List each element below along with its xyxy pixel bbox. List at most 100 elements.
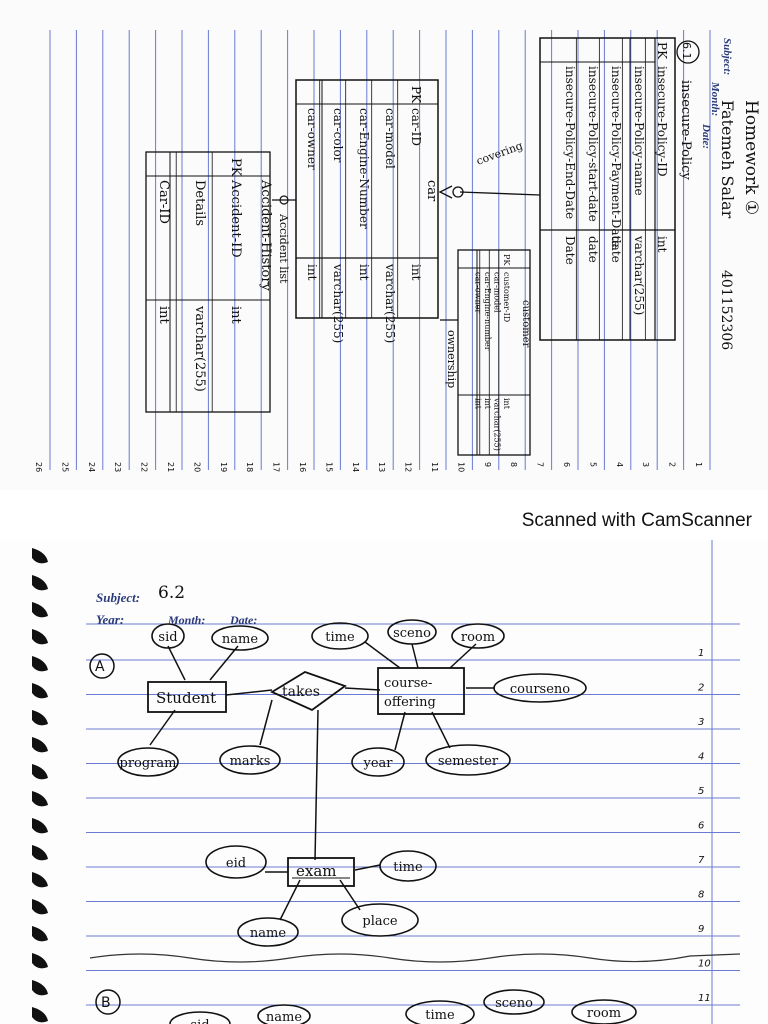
scanned-page-1: Homework ① Fatemeh Salar 401152306 Subje… — [0, 0, 768, 490]
line-number: 26 — [34, 462, 43, 472]
entity-student: Student — [147, 681, 227, 713]
attribute-b-sid: sid — [169, 1011, 231, 1024]
column-type: varchar(255) — [331, 263, 345, 343]
line-number: 8 — [509, 462, 518, 467]
attribute-b-name: name — [257, 1004, 311, 1024]
attribute-label: name — [266, 1010, 302, 1024]
entity-exam: exam — [287, 857, 355, 887]
column-name: insecure-Policy-Payment-Date — [609, 66, 623, 247]
binding-ring — [32, 1007, 48, 1023]
entity-label: Student — [156, 689, 216, 707]
line-number: 4 — [615, 462, 624, 467]
customer-table: customer PKcustomer-IDintcar-modelvarcha… — [457, 249, 531, 456]
line-number: 21 — [166, 462, 175, 472]
line-number: 11 — [698, 993, 711, 1004]
line-number: 19 — [219, 462, 228, 472]
line-number: 12 — [404, 462, 413, 472]
attribute-courseno: courseno — [493, 673, 587, 703]
table-name: customer — [520, 300, 531, 348]
line-number: 10 — [698, 959, 711, 970]
binding-ring — [32, 899, 48, 915]
line-number: 22 — [140, 462, 149, 472]
car-table: car PKcar-IDintcar-modelvarchar(255)car-… — [295, 79, 439, 343]
attribute-label: sceno — [393, 626, 431, 641]
attribute-label: eid — [226, 856, 246, 871]
month-label: Month: — [709, 81, 721, 116]
attribute-label: time — [425, 1008, 455, 1023]
section-b-label: B — [101, 995, 111, 1011]
page1-drawing: Homework ① Fatemeh Salar 401152306 Subje… — [34, 30, 761, 472]
entity-label: offering — [384, 695, 436, 710]
column-name: Details — [192, 180, 207, 226]
attribute-sceno: sceno — [387, 619, 437, 645]
attribute-sid: sid — [151, 623, 185, 649]
column-name: customer-ID — [502, 272, 511, 322]
column-name: insecure-Policy-start-date — [586, 66, 600, 222]
entity-label: course- — [384, 676, 432, 691]
attribute-place: place — [341, 903, 419, 937]
pk-label: PK — [228, 158, 243, 177]
binding-ring — [32, 953, 48, 969]
attribute-label: program — [120, 756, 177, 771]
line-number: 2 — [698, 683, 704, 694]
pk-label: PK — [409, 86, 423, 104]
line-number: 3 — [641, 462, 650, 467]
line-number: 13 — [377, 462, 386, 472]
line-number: 5 — [588, 462, 597, 467]
binding-ring — [32, 791, 48, 807]
attribute-label: sceno — [495, 996, 533, 1011]
binding-ring — [32, 683, 48, 699]
attribute-label: semester — [438, 754, 499, 769]
column-name: insecure-Policy-End-Date — [563, 66, 577, 219]
subject-value: 6.2 — [158, 583, 185, 603]
attribute-exam-name: name — [237, 917, 299, 947]
column-name: insecure-Policy-name — [632, 66, 646, 196]
student-number: 401152306 — [718, 270, 734, 350]
column-type: Date — [563, 236, 577, 265]
binding-ring — [32, 764, 48, 780]
line-number: 18 — [245, 462, 254, 472]
date-label: Date: — [700, 123, 712, 149]
attribute-time: time — [311, 622, 369, 650]
attribute-year: year — [351, 747, 405, 777]
attribute-label: marks — [230, 754, 271, 769]
column-type: int — [502, 398, 511, 410]
insecure-policy-table: insecure-Policy PKinsecure-Policy-IDinti… — [539, 37, 693, 341]
attribute-label: room — [587, 1006, 621, 1021]
subject-label: Subject: — [721, 38, 733, 75]
column-name: car-model — [383, 108, 397, 169]
binding-ring — [32, 629, 48, 645]
line-number: 2 — [668, 462, 677, 467]
column-name: car-owner — [305, 108, 319, 170]
column-type: date — [586, 236, 600, 263]
date-label: Date: — [229, 613, 257, 627]
column-type: date — [609, 236, 623, 263]
pk-label: PK — [655, 42, 669, 60]
line-number: 15 — [324, 462, 333, 472]
column-name: car-Engine-Number — [357, 108, 371, 229]
line-number: 17 — [272, 462, 281, 472]
attribute-label: time — [325, 630, 355, 645]
table-name: Accident-History — [258, 179, 273, 292]
section-label: 6.1 — [680, 42, 693, 60]
entity-label: exam — [296, 862, 337, 880]
attribute-label: room — [461, 630, 495, 645]
month-label: Month: — [167, 613, 205, 627]
attribute-program: program — [117, 747, 179, 777]
column-type: int — [655, 236, 669, 253]
accident-history-table: Accident-History PKAccident-IDintDetails… — [145, 151, 273, 413]
line-number: 7 — [698, 855, 705, 866]
relationship-takes: takes — [270, 671, 347, 712]
entity-course-offering: course- offering course-offering — [377, 667, 465, 715]
binding-ring — [32, 818, 48, 834]
attribute-b-sceno: sceno — [483, 989, 545, 1015]
line-number: 24 — [87, 462, 96, 472]
column-type: varchar(255) — [192, 305, 207, 392]
column-type: int — [357, 264, 371, 281]
column-name: car-color — [331, 108, 345, 163]
column-type: varchar(255) — [632, 235, 646, 315]
subject-label: Subject: — [96, 590, 140, 605]
column-type: varchar(255) — [383, 263, 397, 343]
column-type: int — [156, 306, 171, 325]
column-name: car-ID — [409, 108, 423, 146]
